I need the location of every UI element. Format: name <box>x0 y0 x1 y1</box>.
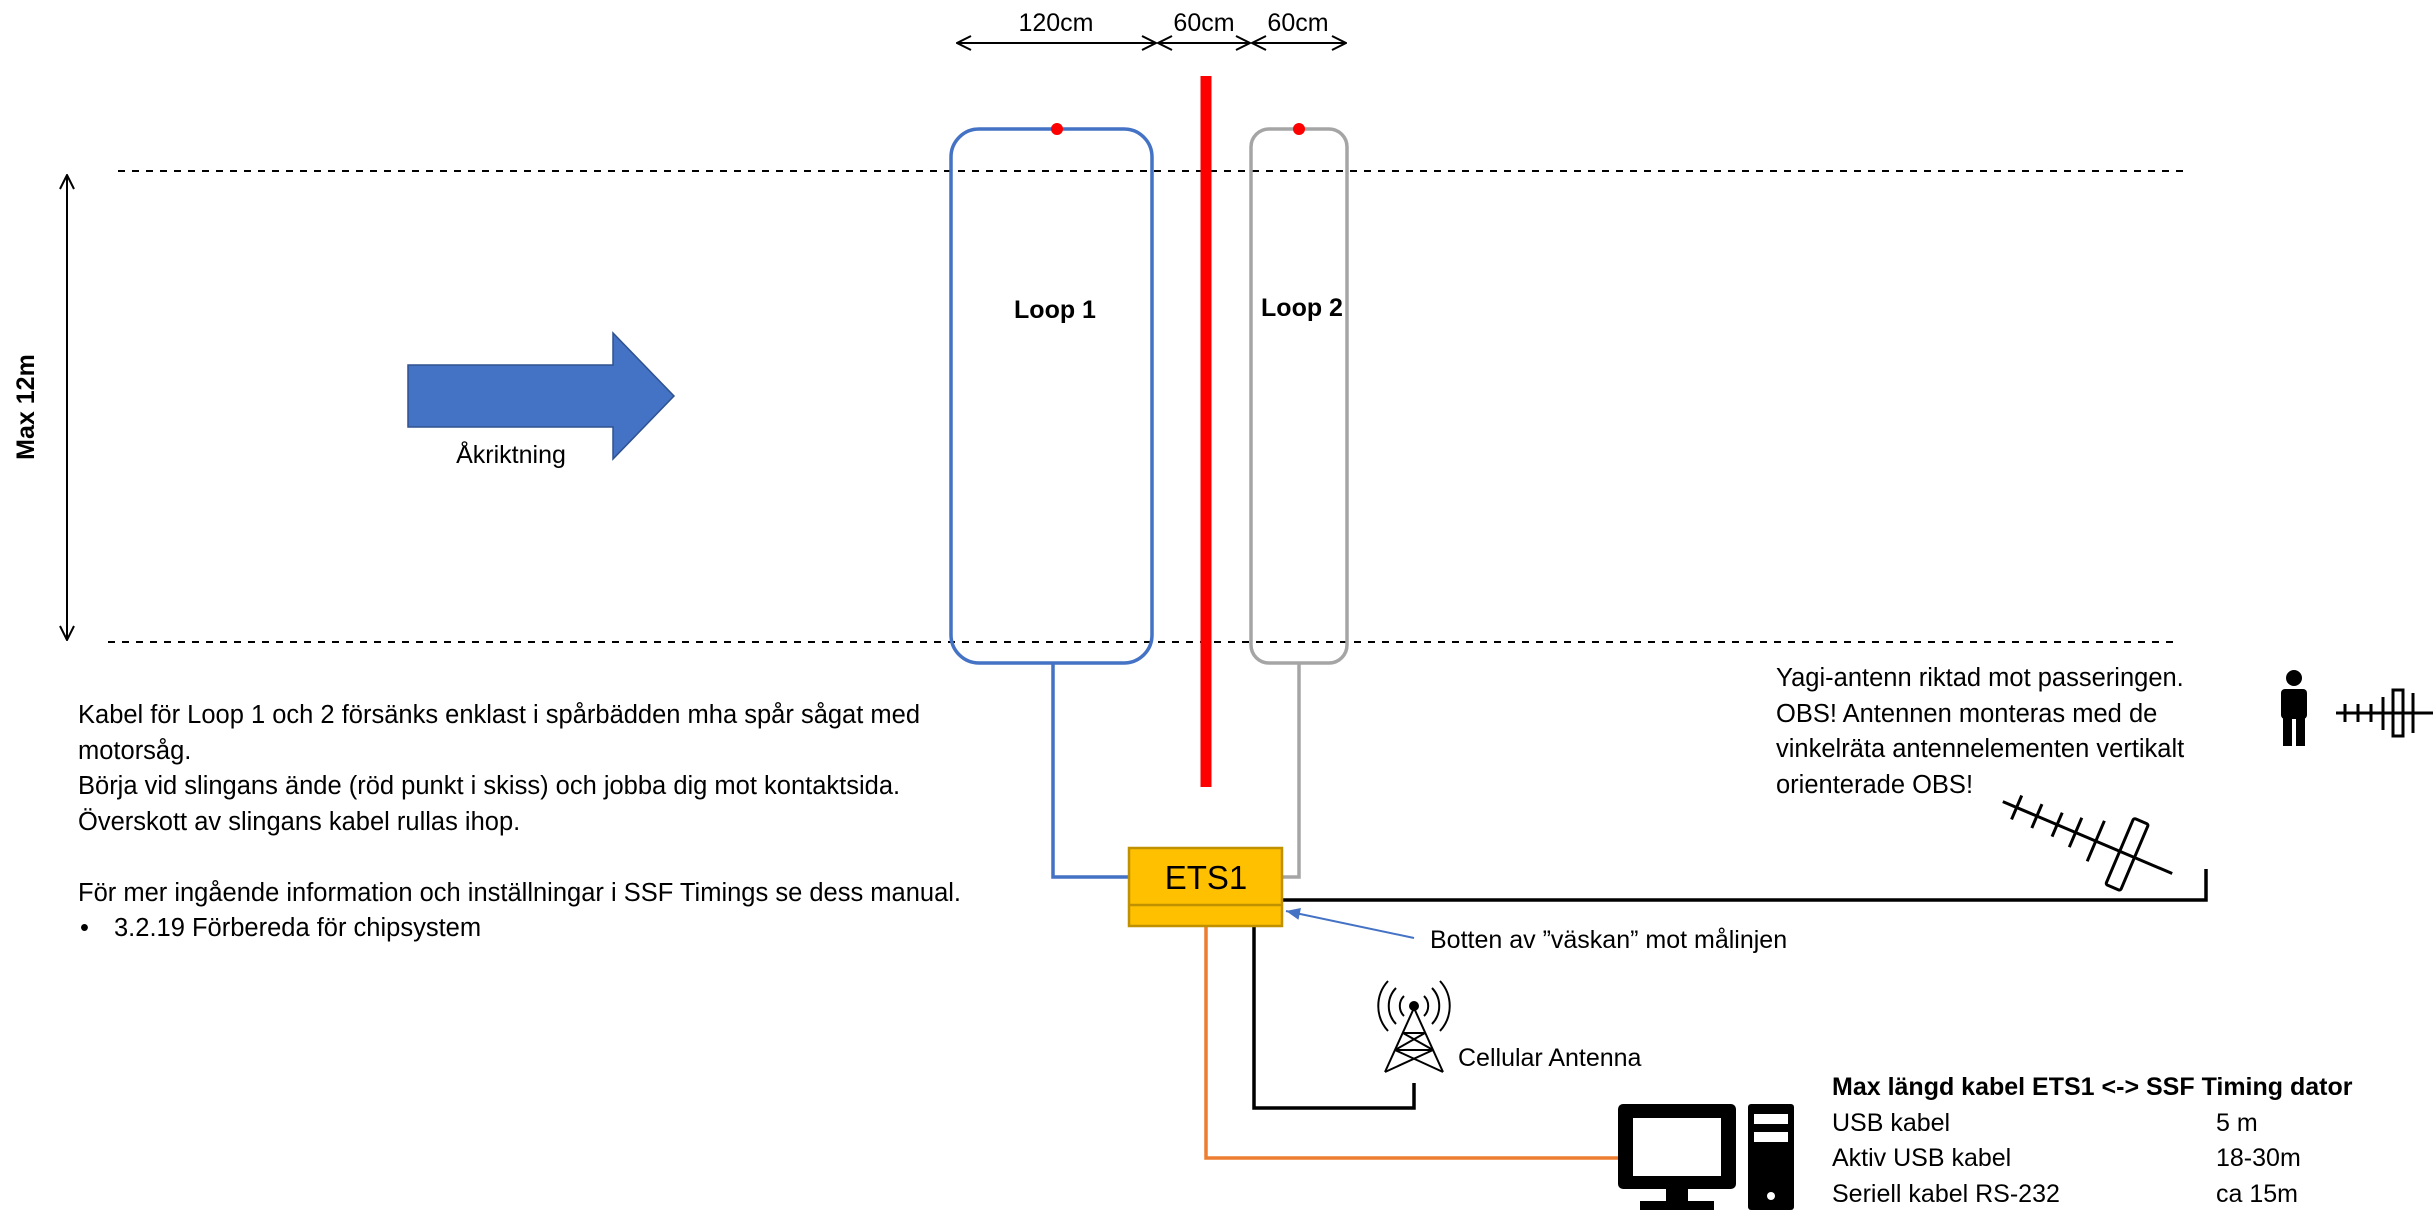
dimension-loop1-width: 120cm <box>1018 9 1093 37</box>
manual-section-list: 3.2.19 Förbereda för chipsystem <box>78 911 978 947</box>
table-row: Seriell kabel RS-232 ca 15m <box>1832 1177 2353 1212</box>
table-row: USB kabel 5 m <box>1832 1106 2353 1142</box>
yagi-note-line: OBS! Antennen monteras med de <box>1776 697 2256 733</box>
bottom-note: Botten av ”väskan” mot målinjen <box>1430 926 1787 954</box>
yagi-note-line: orienterade OBS! <box>1776 768 2256 804</box>
cable-length: 5 m <box>2216 1106 2258 1142</box>
cable-length: 18-30m <box>2216 1141 2301 1177</box>
loop-end-dot-icon <box>1293 123 1305 135</box>
cable-table-title: Max längd kabel ETS1 <-> SSF Timing dato… <box>1832 1070 2353 1106</box>
loop-1-cable <box>1053 663 1129 877</box>
cable-length-table: Max längd kabel ETS1 <-> SSF Timing dato… <box>1832 1070 2353 1212</box>
max-width-label: Max 12m <box>12 354 40 460</box>
person-icon <box>2281 670 2307 746</box>
table-row: Aktiv USB kabel 18-30m <box>1832 1141 2353 1177</box>
instruction-line: Överskott av slingans kabel rullas ihop. <box>78 805 978 841</box>
cable-type: Seriell kabel RS-232 <box>1832 1177 2216 1212</box>
manual-section-item: 3.2.19 Förbereda för chipsystem <box>78 911 978 947</box>
loop-1 <box>951 129 1152 663</box>
flow-direction-label: Åkriktning <box>456 439 566 469</box>
dimension-gap: 60cm <box>1173 9 1234 37</box>
ets1-device: ETS1 <box>1129 848 1282 926</box>
loop-1-label: Loop 1 <box>1014 296 1096 324</box>
cable-type: USB kabel <box>1832 1106 2216 1142</box>
instruction-line: Kabel för Loop 1 och 2 försänks enklast … <box>78 698 978 769</box>
antenna-cable <box>1282 869 2206 900</box>
computer-icon <box>1618 1104 1794 1210</box>
yagi-note: Yagi-antenn riktad mot passeringen. OBS!… <box>1776 661 2256 803</box>
instructions-note: Kabel för Loop 1 och 2 försänks enklast … <box>78 698 978 947</box>
cell-tower-icon <box>1378 981 1449 1072</box>
cellular-cable <box>1254 926 1414 1108</box>
yagi-note-line: Yagi-antenn riktad mot passeringen. <box>1776 661 2256 697</box>
pointer-arrow <box>1286 911 1414 938</box>
loop-2-cable <box>1282 663 1299 877</box>
dimension-loop2-width: 60cm <box>1267 9 1328 37</box>
yagi-note-line: vinkelräta antennelementen vertikalt <box>1776 732 2256 768</box>
loop-2 <box>1251 129 1347 663</box>
cable-length: ca 15m <box>2216 1177 2298 1212</box>
instruction-line: Börja vid slingans ände (röd punkt i ski… <box>78 769 978 805</box>
computer-cable <box>1206 926 1618 1158</box>
yagi-antenna-icon <box>2336 690 2433 736</box>
cable-type: Aktiv USB kabel <box>1832 1141 2216 1177</box>
loop-end-dot-icon <box>1051 123 1063 135</box>
manual-intro: För mer ingående information och inställ… <box>78 876 978 912</box>
cellular-label: Cellular Antenna <box>1458 1044 1642 1072</box>
ets1-label: ETS1 <box>1165 859 1248 896</box>
loop-2-label: Loop 2 <box>1261 294 1343 322</box>
